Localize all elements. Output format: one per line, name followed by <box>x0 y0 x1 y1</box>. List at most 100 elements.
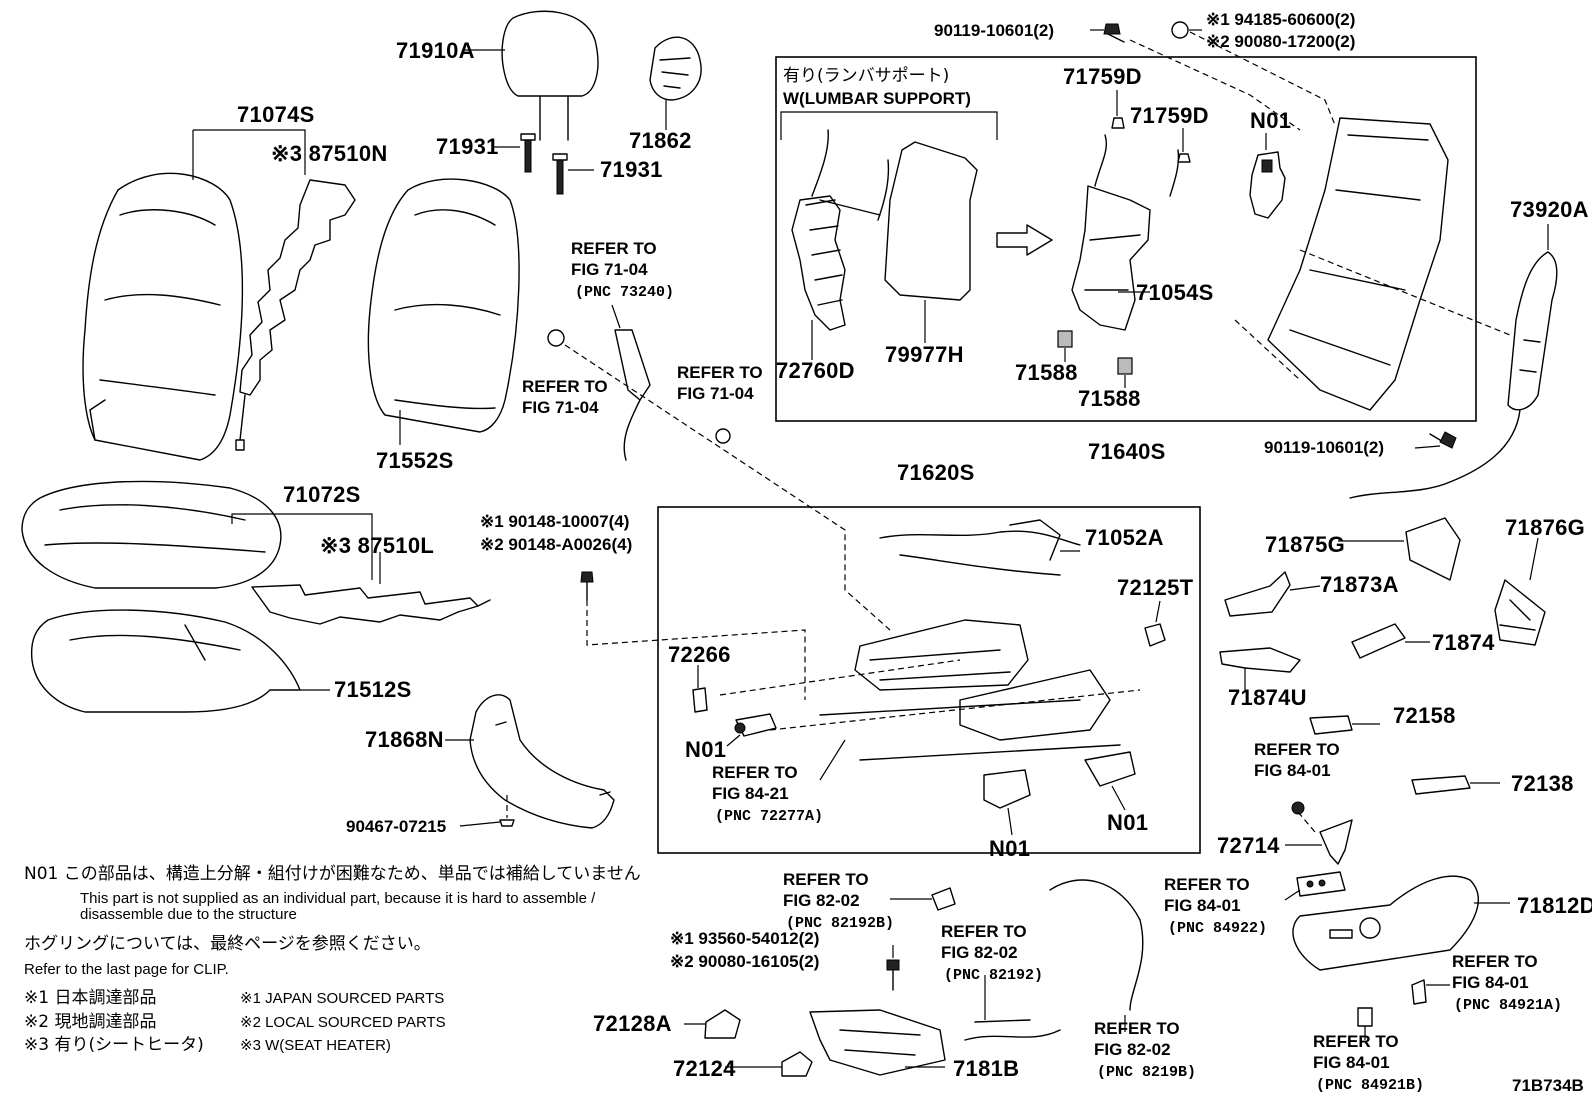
nut-ref-71-04-right <box>715 428 731 444</box>
ref-84921B-line1: REFER TO <box>1313 1032 1399 1051</box>
clip-72266[interactable] <box>692 687 708 713</box>
seat-heater-87510N[interactable] <box>235 179 356 451</box>
trim-71874U[interactable] <box>1219 647 1301 673</box>
headrest-71910A[interactable] <box>501 10 599 141</box>
bolt-90119-10601-bottom[interactable] <box>1429 431 1457 449</box>
bracket-71876G[interactable] <box>1494 579 1546 646</box>
cover-72124[interactable] <box>781 1051 813 1077</box>
knob-ref-84921B <box>1357 1007 1373 1027</box>
leader-71072S <box>231 513 373 580</box>
clip-71759D-a[interactable] <box>1111 117 1125 129</box>
label-71868N: 71868N <box>365 727 444 752</box>
switch-ref-84922 <box>1296 871 1346 897</box>
label-71512S: 71512S <box>334 677 412 702</box>
screw-71931-a[interactable] <box>520 133 536 173</box>
connector-71588-a[interactable] <box>1057 330 1073 348</box>
cushion-cover-71072S[interactable] <box>21 480 282 589</box>
screw-71931-b[interactable] <box>552 153 568 195</box>
ref-84-21-line3: (PNC 72277A) <box>715 808 823 825</box>
leader-N01b <box>726 734 741 747</box>
cover-72138[interactable] <box>1411 775 1471 795</box>
trim-71873A[interactable] <box>1224 571 1291 617</box>
leader-lumbar <box>780 111 998 140</box>
note-n01-en-2: disassemble due to the structure <box>80 906 297 923</box>
label-N01-cushion-right: N01 <box>1107 810 1148 835</box>
label-90080-16105: ※2 90080-16105(2) <box>670 952 819 971</box>
cushion-pad-71512S[interactable] <box>30 609 301 713</box>
ref-71-04-left-line1: REFER TO <box>522 377 608 396</box>
ref-84921B-line3: (PNC 84921B) <box>1316 1077 1424 1094</box>
dash-frame-bolt <box>1299 249 1511 336</box>
label-72760D: 72760D <box>776 358 855 383</box>
label-87510N: ※3 87510N <box>271 141 388 166</box>
motor-N01-cushion-left[interactable] <box>734 713 777 737</box>
label-93560: ※1 93560-54012(2) <box>670 929 819 948</box>
label-71640S: 71640S <box>1088 439 1166 464</box>
note-clip-jp: ホグリングについては、最終ページを参照ください。 <box>24 934 431 954</box>
side-trim-73920A[interactable] <box>1349 251 1558 499</box>
ref-82192B-line1: REFER TO <box>783 870 869 889</box>
clip-90467-07215[interactable] <box>499 795 515 827</box>
side-cover-71868N[interactable] <box>469 694 615 829</box>
motor-N01-cushion-right[interactable] <box>1084 751 1136 787</box>
note-n01-jp: N01 この部品は、構造上分解・組付けが困難なため、単品では補給していません <box>24 864 641 884</box>
clip-71759D-b[interactable] <box>1177 153 1191 163</box>
assembly-arrow <box>996 224 1053 256</box>
dash-track-left <box>719 659 961 696</box>
label-94185: ※1 94185-60600(2) <box>1206 10 1355 29</box>
label-90080-17200: ※2 90080-17200(2) <box>1206 32 1355 51</box>
label-N01-cushion-center: N01 <box>989 836 1030 861</box>
label-N01-cushion-left: N01 <box>685 737 726 762</box>
bolt-90148[interactable] <box>580 571 594 601</box>
motor-N01-lumbar[interactable] <box>1249 151 1286 219</box>
wire-harness-71052A[interactable] <box>879 519 1081 576</box>
ref-84-01-a-line2: FIG 84-01 <box>1254 761 1331 780</box>
motor-N01-cushion-center[interactable] <box>983 769 1031 809</box>
legend-2-jp: ※2 現地調達部品 <box>24 1012 156 1032</box>
leader-72125T <box>1155 600 1161 623</box>
lumbar-frame-71054S[interactable] <box>1071 134 1180 331</box>
bolt-93560[interactable] <box>886 959 900 991</box>
label-71874U: 71874U <box>1228 685 1307 710</box>
lumbar-pad-79977H[interactable] <box>884 141 978 301</box>
leader-90467 <box>459 821 501 827</box>
ref-8219B-line3: (PNC 8219B) <box>1097 1064 1196 1081</box>
label-71052A: 71052A <box>1085 525 1164 550</box>
bolt-90119-10601-top[interactable] <box>1103 23 1125 43</box>
note-n01-en-1: This part is not supplied as an individu… <box>80 890 596 907</box>
cover-72128A[interactable] <box>704 1009 741 1039</box>
seatback-cover-71074S[interactable] <box>82 172 244 461</box>
label-79977H: 79977H <box>885 342 964 367</box>
ref-71-04-left-line2: FIG 71-04 <box>522 398 599 417</box>
connector-71588-b[interactable] <box>1117 357 1133 375</box>
label-71759D-a: 71759D <box>1063 64 1142 89</box>
legend-1-en: ※1 JAPAN SOURCED PARTS <box>240 990 444 1007</box>
label-90467: 90467-07215 <box>346 817 446 836</box>
label-72125T: 72125T <box>1117 575 1194 600</box>
ref-73240-line1: REFER TO <box>571 239 657 258</box>
cover-71862[interactable] <box>649 36 702 101</box>
side-shield-71812D[interactable] <box>1292 875 1479 971</box>
connector-72125T[interactable] <box>1144 623 1166 647</box>
label-90148-A0026: ※2 90148-A0026(4) <box>480 535 632 554</box>
harness-ref-8219B <box>1049 879 1144 1011</box>
label-71552S: 71552S <box>376 448 454 473</box>
seatback-pad-71552S[interactable] <box>367 178 520 433</box>
leader-71074S <box>192 129 306 180</box>
frame-7181B[interactable] <box>809 1009 946 1076</box>
label-73920A: 73920A <box>1510 197 1589 222</box>
label-72266: 72266 <box>668 642 731 667</box>
dash-latch <box>564 344 891 631</box>
cover-72158[interactable] <box>1309 715 1353 735</box>
ref-82192B-line3: (PNC 82192B) <box>786 915 894 932</box>
label-71620S: 71620S <box>897 460 975 485</box>
nut-94185-top[interactable] <box>1171 21 1189 39</box>
trim-71874[interactable] <box>1351 623 1406 659</box>
cover-71875G[interactable] <box>1405 517 1461 581</box>
label-lumbar-jp: 有り(ランバサポート) <box>783 66 949 86</box>
seat-frame-71620S[interactable] <box>819 619 1121 761</box>
lumbar-support-72760D[interactable] <box>791 129 890 331</box>
bracket-72714[interactable] <box>1291 801 1353 865</box>
seat-heater-87510L[interactable] <box>251 584 491 625</box>
